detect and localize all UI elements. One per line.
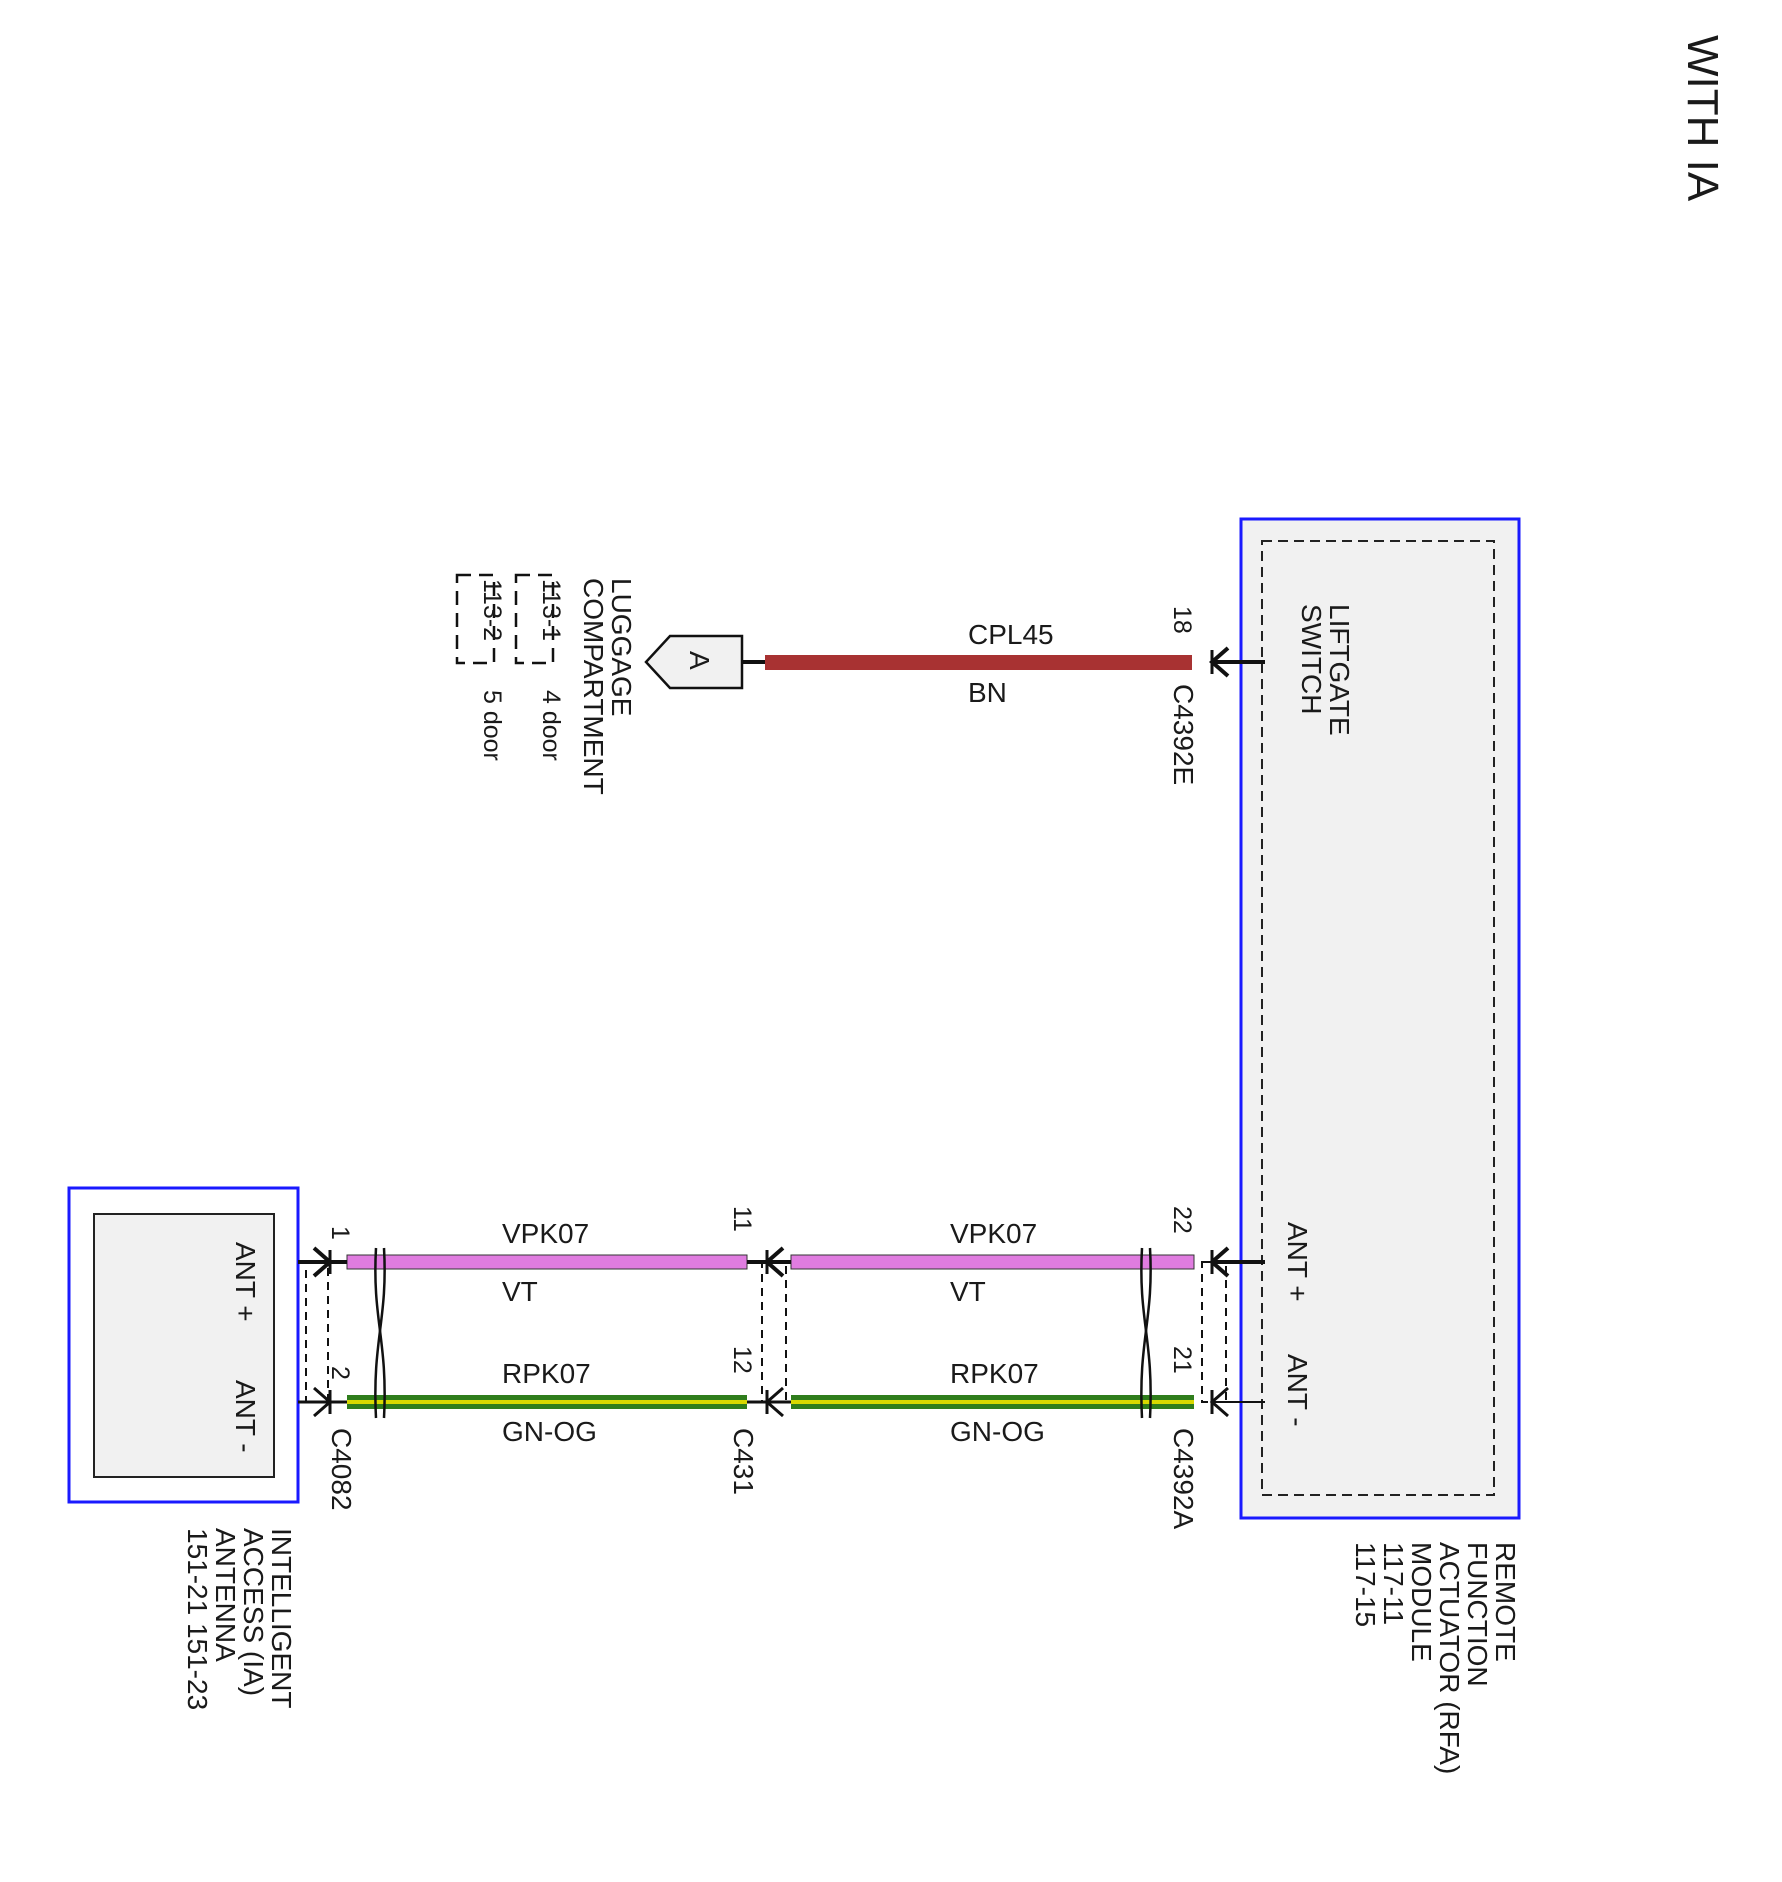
ref-113-2-note: 5 door — [478, 690, 506, 761]
antenna-pin-minus: 2 — [326, 1366, 354, 1380]
ref-arrow-a — [644, 634, 744, 690]
ia-antenna-refs: 151-21 151-23 — [182, 1528, 213, 1710]
luggage-compartment-ref: LUGGAGE COMPARTMENT 113-1 4 door 113-2 5… — [455, 573, 637, 795]
circuit-rpk07-label-a: RPK07 — [950, 1358, 1039, 1389]
rfa-pin-ant-plus-label: ANT + — [1282, 1222, 1313, 1302]
ia-pin-ant-plus-label: ANT + — [230, 1242, 261, 1322]
twisted-pair-symbol-a — [1140, 1247, 1152, 1419]
rfa-label-line: ACTUATOR (RFA) — [1434, 1542, 1465, 1774]
color-gn-og-label-b: GN-OG — [502, 1416, 597, 1447]
antenna-pin-plus: 1 — [326, 1226, 354, 1240]
rfa-module: REMOTE FUNCTION ACTUATOR (RFA) MODULE 11… — [1239, 517, 1521, 1774]
page-title: WITH IA — [1678, 35, 1727, 202]
ref-113-1-note: 4 door — [537, 690, 565, 761]
rfa-pin-ant-minus-label: ANT - — [1282, 1354, 1313, 1427]
twisted-pair-symbol-b — [374, 1247, 386, 1419]
ia-antenna: ANT + ANT - INTELLIGENT ACCESS (IA) ANTE… — [67, 1186, 300, 1710]
inline-connector-shield — [761, 1261, 787, 1403]
liftgate-connector-id: C4392E — [1168, 684, 1199, 785]
wire-vpk07-segment-a — [790, 1254, 1195, 1270]
inline-pin-minus: 12 — [728, 1346, 756, 1374]
module-connector-shield — [1201, 1261, 1227, 1403]
ref-box-113-2 — [455, 573, 496, 665]
rfa-label-line: FUNCTION — [1462, 1542, 1493, 1687]
rfa-module-inner-dashed — [1261, 540, 1495, 1496]
wire-vpk07-segment-b — [346, 1254, 748, 1270]
liftgate-switch-label: LIFTGATE SWITCH — [1296, 604, 1355, 736]
color-vt-label-a: VT — [950, 1276, 986, 1307]
connector-c431: C431 — [728, 1428, 759, 1495]
color-vt-label-b: VT — [502, 1276, 538, 1307]
rfa-label-line: MODULE — [1406, 1542, 1437, 1662]
ia-label-line: ANTENNA — [210, 1528, 241, 1662]
luggage-label-line: LUGGAGE — [606, 578, 637, 716]
module-pin-plus: 22 — [1168, 1206, 1196, 1234]
antenna-circuits: 22 21 11 12 1 2 VPK07 VT RPK07 GN-OG VPK… — [298, 1206, 1265, 1530]
circuit-vpk07-label-b: VPK07 — [502, 1218, 589, 1249]
ref-box-113-1 — [514, 573, 555, 665]
luggage-label: LUGGAGE COMPARTMENT — [578, 578, 637, 795]
rfa-label-line: REMOTE — [1490, 1542, 1521, 1662]
antenna-connector-shield — [305, 1261, 329, 1403]
wire-cpl45 — [765, 655, 1192, 670]
ia-label-line: ACCESS (IA) — [238, 1528, 269, 1696]
ref-arrow-letter: A — [684, 651, 715, 670]
color-gn-og-label-a: GN-OG — [950, 1416, 1045, 1447]
inline-pin-plus: 11 — [728, 1206, 756, 1232]
ia-pin-ant-minus-label: ANT - — [230, 1380, 261, 1453]
ia-antenna-label: INTELLIGENT ACCESS (IA) ANTENNA 151-21 1… — [182, 1528, 297, 1710]
wire-rpk07-segment-b-stripe — [347, 1400, 747, 1404]
module-pin-minus: 21 — [1168, 1346, 1196, 1374]
wire-rpk07-segment-a-stripe — [791, 1400, 1194, 1404]
connector-c4392a: C4392A — [1168, 1428, 1199, 1530]
rfa-label-line: 117-15 — [1350, 1542, 1381, 1627]
liftgate-label-line: SWITCH — [1296, 604, 1327, 714]
luggage-label-line: COMPARTMENT — [578, 578, 609, 795]
liftgate-color-code: BN — [968, 677, 1007, 708]
rfa-module-box — [1239, 517, 1521, 1520]
ia-label-line: INTELLIGENT — [266, 1528, 297, 1708]
rfa-label-line: 117-11 — [1378, 1542, 1409, 1625]
circuit-vpk07-label-a: VPK07 — [950, 1218, 1037, 1249]
ia-antenna-inner — [93, 1213, 275, 1478]
liftgate-label-line: LIFTGATE — [1324, 604, 1355, 736]
ref-113-2: 113-2 — [478, 579, 506, 641]
liftgate-circuit: A 18 C4392E CPL45 BN — [644, 606, 1265, 785]
liftgate-circuit-id: CPL45 — [968, 619, 1054, 650]
connector-c4082: C4082 — [326, 1428, 357, 1511]
liftgate-pin-number: 18 — [1168, 606, 1196, 634]
rfa-module-label: REMOTE FUNCTION ACTUATOR (RFA) MODULE 11… — [1350, 1542, 1521, 1774]
circuit-rpk07-label-b: RPK07 — [502, 1358, 591, 1389]
ref-113-1: 113-1 — [537, 579, 565, 641]
